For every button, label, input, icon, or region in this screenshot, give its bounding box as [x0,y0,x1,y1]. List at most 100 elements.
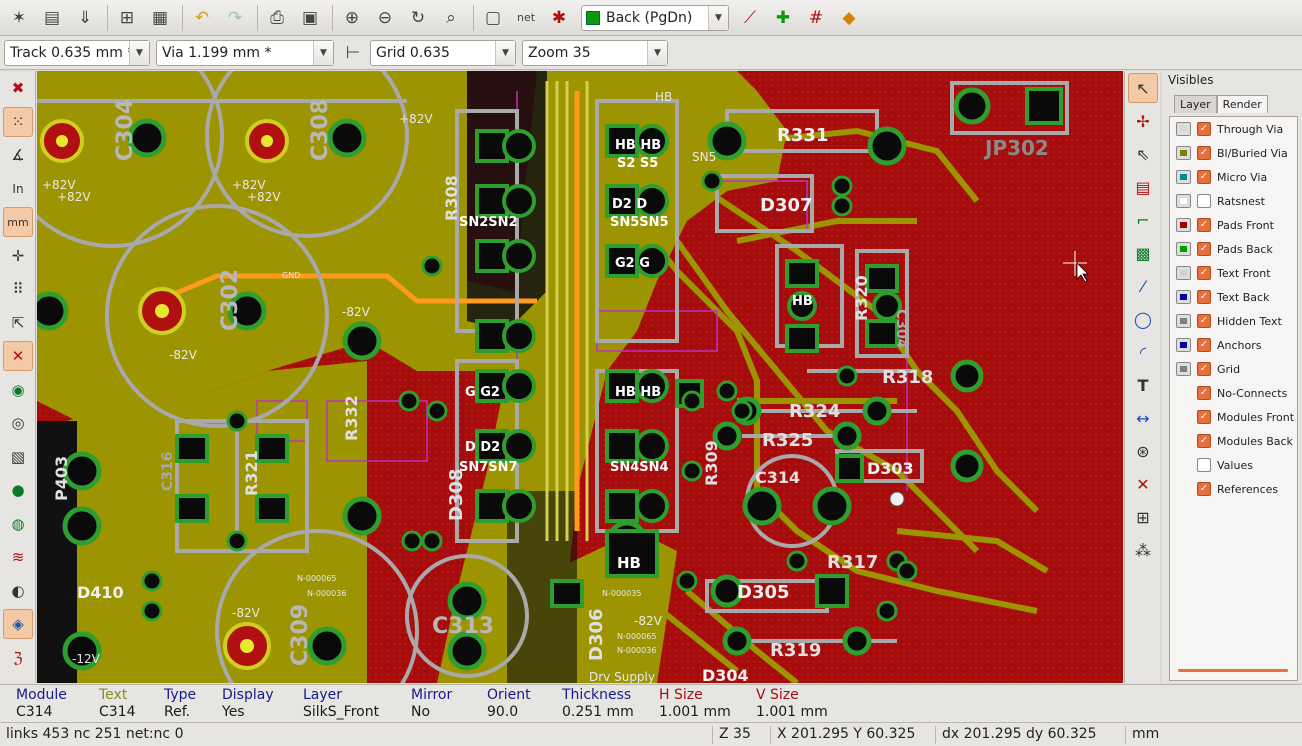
chevron-down-icon[interactable]: ▼ [129,40,149,65]
auto-track-width-icon[interactable]: ⊢ [345,42,361,63]
grid-toggle-icon[interactable]: ⁙ [3,106,33,137]
chevron-down-icon[interactable]: ▼ [313,40,333,65]
via-sketch-icon[interactable]: ◍ [11,514,25,533]
delete-icon[interactable]: ✕ [1136,474,1150,494]
cursor-shape-icon[interactable]: ✛ [11,246,25,265]
render-item-row[interactable]: ✓Text Front [1170,261,1297,285]
save-board-icon[interactable]: ⇓ [77,7,93,28]
render-item-checkbox[interactable]: ✓ [1197,122,1211,136]
render-item-row[interactable]: ✓Modules Front [1170,405,1297,429]
render-item-color-swatch[interactable] [1176,362,1191,376]
chevron-down-icon[interactable]: ▼ [708,5,728,30]
render-item-checkbox[interactable]: ✓ [1197,386,1211,400]
local-ratsnest-icon[interactable]: ⇖ [1136,144,1150,164]
render-item-row[interactable]: ✓No-Connects [1170,381,1297,405]
render-item-row[interactable]: ✓Modules Back [1170,429,1297,453]
zoom-out-icon[interactable]: ⊖ [377,7,393,28]
render-item-color-swatch[interactable] [1176,314,1191,328]
plot-icon[interactable]: ▣ [301,7,319,28]
render-item-row[interactable]: ✓Text Back [1170,285,1297,309]
microwave-tools-icon[interactable]: ℨ [13,648,23,667]
active-layer-select[interactable]: Back (PgDn) ▼ [581,4,729,31]
zone-fill-icon[interactable]: ◉ [11,380,25,399]
render-item-row[interactable]: ✓Micro Via [1170,165,1297,189]
add-circle-icon[interactable]: ◯ [1134,309,1152,329]
tab-layer[interactable]: Layer [1174,95,1217,113]
units-inch-icon[interactable]: In [12,181,24,196]
ratsnest-icon[interactable]: ⠿ [12,280,24,298]
render-item-row[interactable]: ✓References [1170,477,1297,501]
zoom-select[interactable]: Zoom 35 ▼ [522,39,668,66]
render-item-checkbox[interactable]: ✓ [1197,314,1211,328]
add-arc-icon[interactable]: ◜ [1139,342,1147,362]
render-item-row[interactable]: Values [1170,453,1297,477]
track-sketch-icon[interactable]: ≋ [11,548,25,566]
highlight-net-icon[interactable]: ✢ [1136,111,1150,131]
layer-pair-icon[interactable]: ⟋ [744,7,756,28]
via-size-select[interactable]: Via 1.199 mm * ▼ [156,39,334,66]
render-item-checkbox[interactable]: ✓ [1197,410,1211,424]
render-item-checkbox[interactable] [1197,194,1211,208]
add-module-icon[interactable]: ▤ [1135,177,1151,197]
render-item-checkbox[interactable]: ✓ [1197,290,1211,304]
drc-bug-icon[interactable]: ✱ [551,7,567,28]
render-item-checkbox[interactable]: ✓ [1197,482,1211,496]
module-ratsnest-icon[interactable]: ⇱ [11,313,25,332]
render-item-checkbox[interactable]: ✓ [1197,218,1211,232]
auto-delete-track-icon[interactable]: ✕ [3,341,33,371]
render-item-checkbox[interactable]: ✓ [1197,146,1211,160]
render-item-checkbox[interactable]: ✓ [1197,170,1211,184]
zoom-fit-icon[interactable]: ⌕ [446,7,456,28]
zone-outline-icon[interactable]: ◎ [11,414,25,432]
render-item-color-swatch[interactable] [1176,218,1191,232]
render-item-color-swatch[interactable] [1176,170,1191,184]
pad-sketch-icon[interactable]: ● [11,481,25,499]
open-board-icon[interactable]: ▤ [43,7,61,28]
render-item-row[interactable]: ✓Pads Front [1170,213,1297,237]
render-item-checkbox[interactable] [1197,458,1211,472]
grid-select[interactable]: Grid 0.635 ▼ [370,39,516,66]
render-item-color-swatch[interactable] [1176,146,1191,160]
redraw-icon[interactable]: ↻ [410,7,426,28]
render-item-row[interactable]: Ratsnest [1170,189,1297,213]
new-board-icon[interactable]: ✶ [11,7,27,28]
print-icon[interactable]: ⎙ [270,7,284,28]
render-item-checkbox[interactable]: ✓ [1197,338,1211,352]
units-mm-icon[interactable]: mm [3,207,33,237]
add-target-icon[interactable]: ⊛ [1136,441,1150,461]
render-item-color-swatch[interactable] [1176,266,1191,280]
layers-manager-icon[interactable]: ◈ [3,609,33,639]
high-contrast-icon[interactable]: ◐ [11,581,25,600]
render-item-checkbox[interactable]: ✓ [1197,242,1211,256]
render-item-checkbox[interactable]: ✓ [1197,362,1211,376]
add-text-icon[interactable]: T [1137,375,1149,395]
zone-sketch-icon[interactable]: ▧ [10,447,26,466]
render-item-color-swatch[interactable] [1176,122,1191,136]
zoom-in-icon[interactable]: ⊕ [344,7,360,28]
render-item-color-swatch[interactable] [1176,290,1191,304]
track-width-select[interactable]: Track 0.635 mm * ▼ [4,39,150,66]
toggle-mode-icon[interactable]: ◆ [842,7,856,28]
tab-render[interactable]: Render [1216,95,1268,113]
find-icon[interactable]: ▢ [484,7,502,28]
redo-icon[interactable]: ↷ [227,7,243,28]
polar-coords-icon[interactable]: ∡ [11,146,25,164]
select-arrow-icon[interactable]: ↖ [1128,73,1158,103]
add-track-icon[interactable]: ⌐ [1136,210,1150,230]
render-item-row[interactable]: ✓Bl/Buried Via [1170,141,1297,165]
render-item-row[interactable]: ✓Grid [1170,357,1297,381]
module-editor-icon[interactable]: ▦ [151,7,169,28]
auto-place-icon[interactable]: # [808,7,824,28]
drc-off-icon[interactable]: ✖ [11,79,25,97]
add-graphic-line-icon[interactable]: ⁄ [1141,276,1145,296]
undo-icon[interactable]: ↶ [194,7,210,28]
render-item-color-swatch[interactable] [1176,242,1191,256]
set-grid-origin-icon[interactable]: ⁂ [1135,540,1151,560]
add-zone-icon[interactable]: ▩ [1135,243,1151,263]
route-icon[interactable]: ✚ [775,7,791,28]
add-dimension-icon[interactable]: ↔ [1136,408,1150,428]
chevron-down-icon[interactable]: ▼ [647,40,667,65]
netlist-icon[interactable]: net [516,11,536,24]
pcb-canvas[interactable]: C304 C308 C302 C309 C313 C314 R331 R318 … [37,71,1123,683]
render-item-checkbox[interactable]: ✓ [1197,434,1211,448]
